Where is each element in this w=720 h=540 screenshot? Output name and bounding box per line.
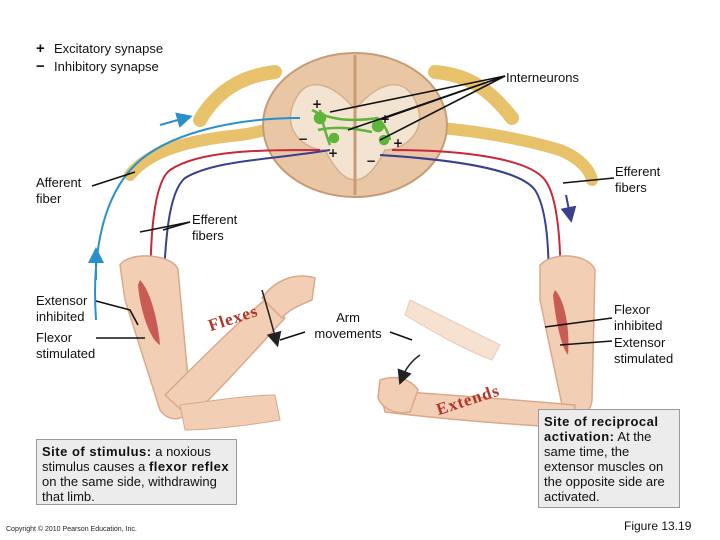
figure-number: Figure 13.19	[624, 519, 692, 533]
synapse-signs: + + + + − −	[298, 97, 403, 168]
legend-excitatory: + Excitatory synapse	[36, 40, 163, 57]
label-efferent-fibers-right: Efferent fibers	[615, 164, 660, 196]
svg-text:−: −	[366, 154, 376, 168]
legend-inhibitory-label: Inhibitory synapse	[54, 59, 159, 74]
label-line: Extensor	[36, 293, 88, 308]
svg-text:−: −	[298, 132, 308, 146]
afferent-arrow-top	[159, 112, 193, 128]
label-line: fibers	[615, 180, 647, 195]
copyright-note: Copyright © 2010 Pearson Education, Inc.	[6, 526, 137, 533]
label-line: inhibited	[614, 318, 663, 333]
box-reciprocal-activation: Site of reciprocal activation: At the sa…	[538, 409, 680, 508]
box-left-tail: on the same side, withdrawing that limb.	[42, 474, 217, 504]
label-line: movements	[314, 326, 382, 341]
spinal-cord	[262, 52, 448, 198]
legend-excitatory-label: Excitatory synapse	[54, 41, 164, 56]
box-right-title: Site of reciprocal activation:	[544, 414, 659, 444]
label-line: Flexor	[36, 330, 73, 345]
label-flexor-inhibited: Flexor inhibited	[614, 302, 662, 334]
label-line: fiber	[36, 191, 62, 206]
label-extensor-stimulated: Extensor stimulated	[614, 335, 673, 367]
efferent-right-arrow	[560, 194, 577, 223]
box-left-term: flexor reflex	[148, 459, 230, 474]
box-right-text: At the same time, the extensor muscles o…	[544, 429, 665, 504]
box-left-text: a noxious stimulus causes a	[42, 444, 211, 474]
label-line: fibers	[192, 228, 224, 243]
left-arm	[119, 255, 316, 431]
label-line: Efferent	[192, 212, 238, 227]
label-line: Efferent	[615, 164, 661, 179]
svg-text:+: +	[312, 97, 322, 111]
extend-arc-arrow	[397, 354, 421, 386]
label-afferent-fiber: Afferent fiber	[36, 175, 81, 207]
label-line: Arm	[336, 310, 360, 325]
svg-text:+: +	[393, 136, 403, 150]
box-left-title: Site of stimulus:	[42, 444, 152, 459]
label-flexor-stimulated: Flexor stimulated	[36, 330, 95, 362]
legend-inhibitory: −Inhibitory synapse	[36, 58, 159, 75]
label-line: Extensor	[614, 335, 666, 350]
label-extensor-inhibited: Extensor inhibited	[36, 293, 87, 325]
label-line: stimulated	[614, 351, 674, 366]
leader-lines	[91, 75, 615, 346]
right-arm	[377, 255, 596, 429]
box-site-of-stimulus: Site of stimulus: a noxious stimulus cau…	[36, 439, 237, 505]
label-line: inhibited	[36, 309, 85, 324]
svg-text:+: +	[328, 146, 338, 160]
label-efferent-fibers-center: Efferent fibers	[192, 212, 237, 244]
label-line: Afferent	[36, 175, 82, 190]
label-arm-movements: Arm movements	[308, 310, 388, 342]
svg-text:+: +	[380, 112, 390, 126]
flex-arc-arrow	[261, 289, 282, 348]
label-line: Flexor	[614, 302, 651, 317]
minus-icon: −	[36, 58, 45, 75]
plus-icon: +	[36, 40, 45, 57]
label-interneurons: Interneurons	[506, 70, 579, 85]
label-line: stimulated	[36, 346, 96, 361]
